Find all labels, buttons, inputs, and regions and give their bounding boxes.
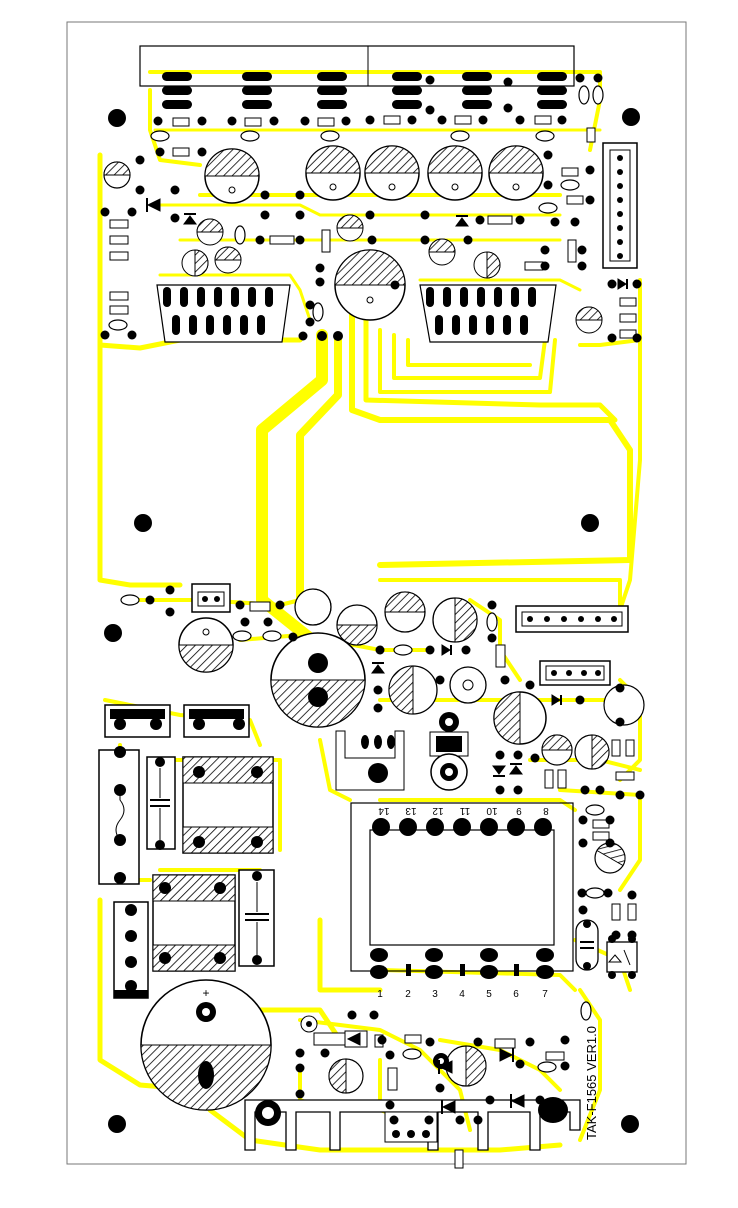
transformer-pin-label-bottom: 3 xyxy=(432,989,438,1000)
regulator-mid xyxy=(335,730,405,791)
transformer-pin-label-top: 14 xyxy=(378,805,390,816)
transformer: 14 13 12 11 10 9 8 1 2 3 4 5 6 7 xyxy=(350,802,574,1000)
transformer-pin-label-bottom: 2 xyxy=(405,989,411,1000)
solder-pads-mid xyxy=(145,585,645,940)
transformer-bottom-trace xyxy=(317,917,383,993)
electrolytic-capacitor xyxy=(488,145,544,201)
bottom-left-trace-2 xyxy=(207,1107,563,1153)
filter-choke-upper xyxy=(182,756,274,854)
diodes-bottom xyxy=(438,1048,525,1114)
mid-upper-row xyxy=(158,203,562,217)
center-bus-trace-2 xyxy=(363,317,618,423)
resistors-upper xyxy=(109,115,637,339)
small-capacitors-upper xyxy=(181,214,603,334)
fuse-holder-left xyxy=(98,746,140,885)
transformer-pin-label-top: 8 xyxy=(543,805,549,816)
top-connector xyxy=(139,45,575,109)
ic-socket-left xyxy=(156,284,291,343)
mounting-hole xyxy=(104,624,122,642)
resistors-mid xyxy=(249,601,637,921)
board-title: TAK-F1565 VER1.0 xyxy=(584,1026,599,1140)
electrolytic-capacitor xyxy=(427,145,483,201)
mounting-hole xyxy=(622,108,640,126)
bridge-rectifier xyxy=(113,901,149,999)
right-vertical-bus-2 xyxy=(618,278,642,612)
mounting-hole xyxy=(108,1115,126,1133)
main-power-trace-2 xyxy=(296,336,342,604)
top-connector-traces-2 xyxy=(148,88,202,167)
large-electrolytic-capacitor-mid xyxy=(270,632,366,728)
upper-ic-link-2 xyxy=(418,278,582,292)
ceramic-capacitors-bottom xyxy=(402,1001,592,1073)
transformer-pin-label-bottom: 5 xyxy=(486,989,492,1000)
electrolytic-capacitor xyxy=(364,145,420,201)
mounting-hole xyxy=(581,514,599,532)
transformer-pin-label-bottom: 6 xyxy=(513,989,519,1000)
transformer-pin-label-bottom: 7 xyxy=(542,989,548,1000)
right-ic-traces-2 xyxy=(392,333,547,380)
transformer-pin-label-bottom: 1 xyxy=(377,989,383,1000)
film-capacitor-lower xyxy=(238,869,275,967)
mounting-hole xyxy=(621,1115,639,1133)
main-power-trace xyxy=(256,329,328,646)
filter-choke-lower xyxy=(152,874,236,972)
transformer-pin-label-top: 12 xyxy=(432,805,444,816)
ic-socket-right xyxy=(419,284,557,343)
electrolytic-capacitor xyxy=(305,145,361,201)
transformer-top-trace xyxy=(378,798,577,812)
main-bulk-capacitor: + xyxy=(140,979,272,1111)
connector-4pin-mid xyxy=(539,660,611,686)
left-vertical-bus xyxy=(97,152,183,588)
diodes-upper xyxy=(146,198,628,290)
film-capacitor-left xyxy=(146,756,176,850)
solder-pads-upper xyxy=(100,73,642,343)
mounting-hole xyxy=(134,514,152,532)
capacitors-mid xyxy=(178,588,645,874)
connector-6pin-mid xyxy=(515,605,629,633)
ceramic-capacitors-mid xyxy=(120,594,605,899)
power-transistors-bottom xyxy=(255,1097,568,1143)
capacitors-top-row xyxy=(103,145,544,204)
connector-2pin-left xyxy=(191,583,231,613)
right-ic-traces-3 xyxy=(406,338,532,367)
ceramic-capacitors-upper xyxy=(108,85,604,331)
transformer-pin-label-top: 10 xyxy=(486,805,498,816)
electrolytic-capacitor xyxy=(103,161,131,189)
regulator-mid-2 xyxy=(429,712,469,791)
transformer-pin-label-top: 13 xyxy=(405,805,417,816)
capacitors-bottom xyxy=(300,1015,487,1094)
transformer-left-trace xyxy=(318,738,352,802)
transformer-pin-label-top: 11 xyxy=(459,805,470,816)
right-ic-traces xyxy=(378,328,557,394)
diodes-mid xyxy=(371,644,562,777)
film-capacitor-right xyxy=(575,919,599,971)
solder-pads-bottom xyxy=(295,1010,570,1125)
large-electrolytic-capacitor-upper xyxy=(334,249,406,321)
mounting-holes xyxy=(104,108,640,1133)
transformer-pin-label-bottom: 4 xyxy=(459,989,465,1000)
electrolytic-capacitor xyxy=(204,148,260,204)
mounting-hole xyxy=(108,109,126,127)
mid-section-trace-4 xyxy=(468,598,522,682)
optocoupler-right xyxy=(606,935,638,979)
upper-ic-link xyxy=(158,273,312,322)
relay-connectors-left xyxy=(104,704,250,738)
transformer-pin-label-top: 9 xyxy=(516,805,522,816)
polarity-mark: + xyxy=(202,986,209,1000)
header-connector-right-upper xyxy=(602,142,638,269)
